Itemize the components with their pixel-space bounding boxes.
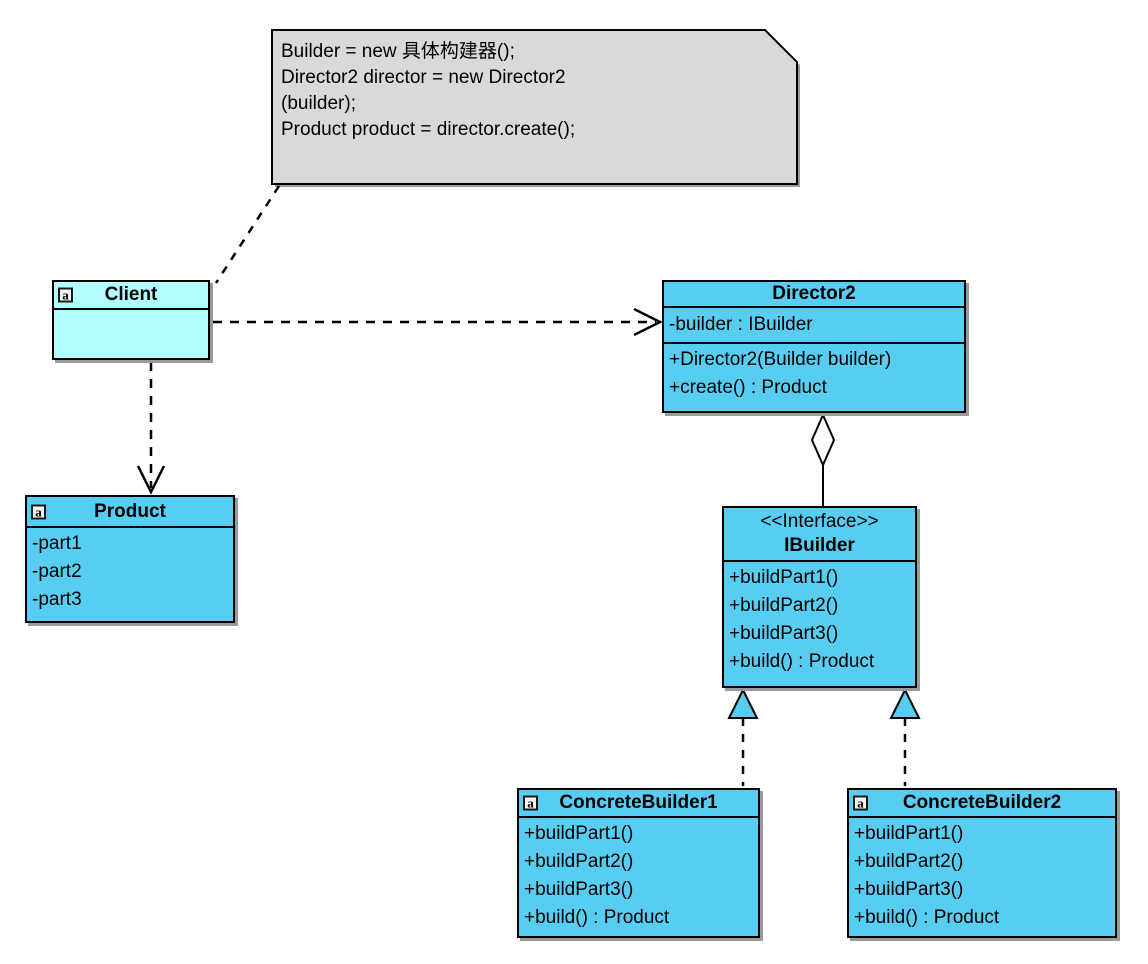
class-concretebuilder2[interactable]: a ConcreteBuilder2 +buildPart1() +buildP… — [847, 788, 1117, 938]
class-a-icon: a — [31, 504, 46, 519]
realization-triangle-left — [727, 687, 759, 719]
class-client[interactable]: a Client — [52, 280, 210, 360]
operation: +buildPart3() — [729, 623, 839, 644]
dependency-client-director2-arrowhead — [633, 307, 663, 337]
operation: +buildPart1() — [524, 823, 634, 844]
class-concretebuilder1-operations: +buildPart1() +buildPart2() +buildPart3(… — [519, 818, 758, 936]
interface-ibuilder-operations: +buildPart1() +buildPart2() +buildPart3(… — [724, 562, 915, 686]
note-line: Director2 director = new Director2 — [281, 67, 566, 88]
note-shape[interactable] — [271, 29, 798, 185]
note-line: Builder = new 具体构建器(); — [281, 41, 515, 62]
operation: +build() : Product — [729, 651, 875, 672]
class-director2-header: Director2 — [664, 282, 964, 308]
operation: +build() : Product — [524, 907, 670, 928]
operation: +buildPart3() — [524, 879, 634, 900]
attribute: -builder : IBuilder — [669, 314, 813, 335]
class-director2-attributes: -builder : IBuilder — [664, 308, 964, 342]
interface-ibuilder-header: <<Interface>> IBuilder — [724, 508, 915, 562]
operation: +buildPart2() — [524, 851, 634, 872]
class-concretebuilder2-operations: +buildPart1() +buildPart2() +buildPart3(… — [849, 818, 1115, 936]
operation: +Director2(Builder builder) — [669, 349, 892, 370]
operation: +buildPart2() — [729, 595, 839, 616]
note-comment[interactable]: Builder = new 具体构建器(); Director2 directo… — [281, 39, 786, 143]
note-line: (builder); — [281, 93, 356, 114]
realization-triangle-right — [889, 687, 921, 719]
dependency-client-product-arrowhead — [136, 465, 166, 495]
class-concretebuilder1[interactable]: a ConcreteBuilder1 +buildPart1() +buildP… — [517, 788, 760, 938]
class-client-body — [54, 310, 208, 358]
class-concretebuilder1-header: a ConcreteBuilder1 — [519, 790, 758, 818]
operation: +build() : Product — [854, 907, 1000, 928]
class-concretebuilder1-name: ConcreteBuilder1 — [559, 792, 718, 813]
note-anchor-line[interactable] — [214, 185, 281, 284]
interface-ibuilder-name: IBuilder — [784, 535, 855, 556]
note-line: Product product = director.create(); — [281, 119, 576, 140]
aggregation-diamond[interactable] — [810, 412, 836, 468]
class-a-icon: a — [853, 795, 868, 811]
operation: +create() : Product — [669, 377, 827, 398]
attribute: -part3 — [32, 589, 82, 610]
attribute: -part1 — [32, 533, 82, 554]
class-concretebuilder2-name: ConcreteBuilder2 — [902, 792, 1062, 813]
operation: +buildPart1() — [729, 567, 839, 588]
class-a-icon: a — [58, 287, 73, 303]
class-director2[interactable]: Director2 -builder : IBuilder +Director2… — [662, 280, 966, 413]
class-director2-name: Director2 — [772, 283, 856, 304]
operation: +buildPart2() — [854, 851, 964, 872]
class-director2-operations: +Director2(Builder builder) +create() : … — [664, 342, 964, 411]
class-product-header: a Product — [27, 497, 233, 528]
class-client-name: Client — [104, 284, 158, 305]
class-product-name: Product — [94, 500, 166, 522]
class-product[interactable]: a Product -part1 -part2 -part3 — [25, 495, 235, 623]
class-a-icon: a — [523, 795, 538, 811]
interface-ibuilder[interactable]: <<Interface>> IBuilder +buildPart1() +bu… — [722, 506, 917, 688]
interface-stereotype: <<Interface>> — [760, 511, 879, 532]
operation: +buildPart3() — [854, 879, 964, 900]
operation: +buildPart1() — [854, 823, 964, 844]
class-concretebuilder2-header: a ConcreteBuilder2 — [849, 790, 1115, 818]
class-product-attributes: -part1 -part2 -part3 — [27, 528, 233, 621]
attribute: -part2 — [32, 561, 82, 582]
class-client-header: a Client — [54, 282, 208, 310]
